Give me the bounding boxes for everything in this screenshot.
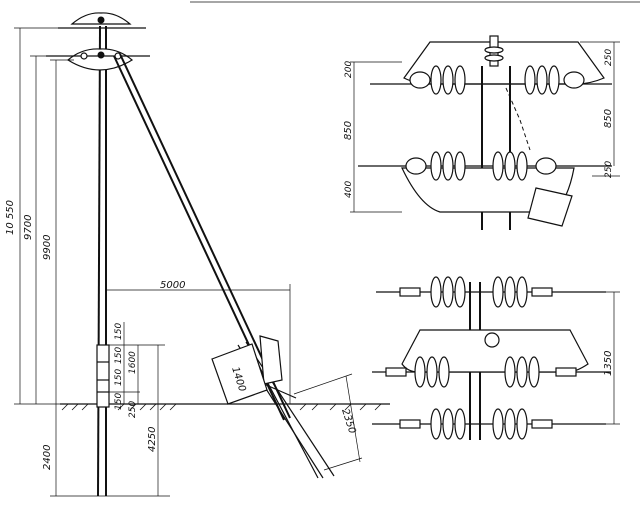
dim-250: 250: [128, 401, 138, 418]
string-middle: [385, 356, 577, 388]
dim-bottom-1350: 1350: [603, 351, 614, 376]
pole-head-detail: 200 850 400 250 850 250: [343, 35, 620, 230]
insulator-string-lower: [405, 151, 557, 181]
dim-top-200: 200: [344, 61, 354, 78]
dim-150-a: 150: [114, 323, 124, 340]
pole-elevation: 10 550 9700 9900 2400 5000 150 150 150 1…: [5, 12, 390, 497]
strut-clamp: [259, 335, 283, 385]
dim-top-850-right: 850: [603, 109, 614, 128]
dim-9700: 9700: [23, 215, 34, 240]
dim-top-250-lower: 250: [604, 161, 614, 178]
insulator-string-upper: [409, 35, 585, 95]
dim-150-d: 150: [114, 393, 124, 410]
anchor-block: [211, 343, 268, 405]
dim-top-400: 400: [344, 181, 354, 198]
string-top: [399, 276, 553, 308]
dim-4250: 4250: [147, 427, 158, 452]
dim-5000: 5000: [160, 280, 185, 291]
dim-150-c: 150: [114, 369, 124, 386]
insulator-assembly-detail: 1350: [372, 276, 620, 440]
ground-hatching: [61, 403, 382, 411]
pole-splice: [96, 344, 110, 408]
dim-2350: 2350: [339, 408, 357, 436]
string-bottom: [399, 408, 553, 440]
dim-total-height: 10 550: [5, 200, 16, 235]
dim-9900: 9900: [42, 235, 53, 260]
dim-top-850-left: 850: [343, 121, 354, 140]
dim-2400: 2400: [42, 445, 53, 470]
dim-150-b: 150: [114, 347, 124, 364]
dim-top-250-right: 250: [604, 49, 614, 66]
dim-1600: 1600: [128, 351, 138, 374]
